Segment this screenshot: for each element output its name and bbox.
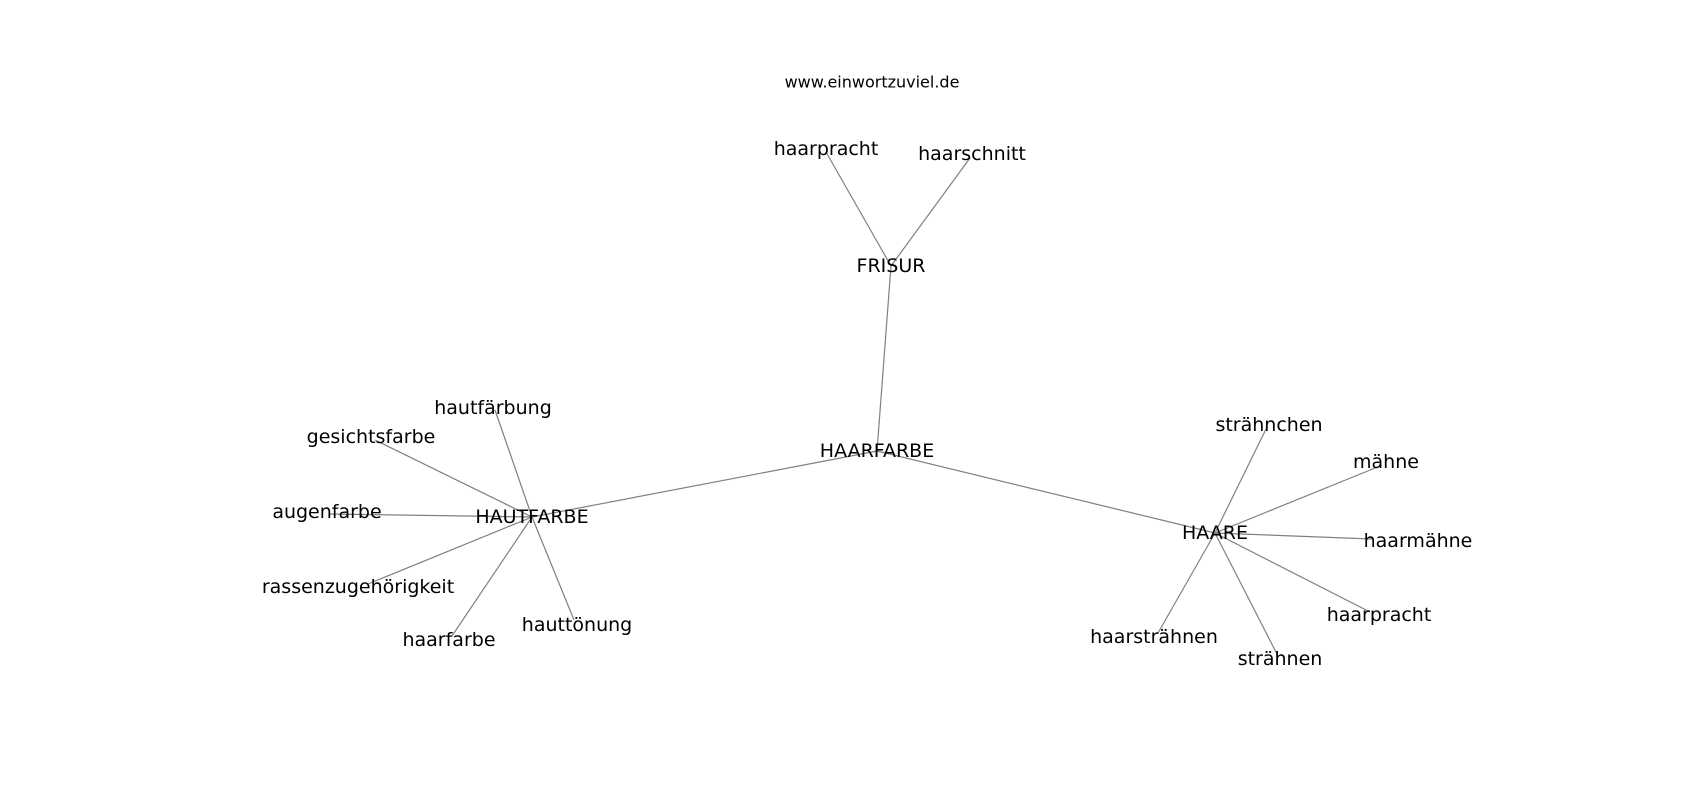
node-hautfarbe: HAUTFARBE <box>475 506 588 528</box>
node-augenfarbe: augenfarbe <box>272 501 381 523</box>
node-rassenzugehoerigkeit: rassenzugehörigkeit <box>262 576 454 598</box>
site-url: www.einwortzuviel.de <box>785 73 960 92</box>
edge-haare-straehnchen <box>1214 426 1268 534</box>
node-haare-haarpracht: haarpracht <box>1327 604 1432 626</box>
node-straehnchen: strähnchen <box>1215 414 1322 436</box>
edge-hautfarbe-haarfarbe_leaf <box>451 516 533 637</box>
edges-layer <box>329 151 1381 657</box>
node-haarmaehne: haarmähne <box>1364 530 1473 552</box>
edge-haarfarbe_center-hautfarbe <box>531 450 878 518</box>
node-hauttoenung: hauttönung <box>522 614 632 636</box>
node-haarfarbe-center: HAARFARBE <box>820 440 934 462</box>
node-haarstraehnen: haarsträhnen <box>1090 626 1218 648</box>
edge-hautfarbe-augenfarbe <box>329 513 533 518</box>
edge-hautfarbe-hautfaerbung <box>494 409 533 518</box>
nodes-layer: HAARFARBE FRISUR HAUTFARBE HAARE haarpracht h… <box>262 138 1473 670</box>
edge-haarfarbe_center-haare <box>876 450 1216 534</box>
node-frisur-haarschnitt: haarschnitt <box>918 143 1026 165</box>
edge-hautfarbe-gesichtsfarbe <box>374 439 533 518</box>
edge-frisur-frisur_haarschnitt <box>890 157 971 267</box>
edge-haare-straehnen <box>1214 532 1279 657</box>
edge-haare-haarmaehne <box>1214 532 1373 540</box>
node-haarfarbe-leaf: haarfarbe <box>402 629 495 651</box>
edge-haare-haarstraehnen <box>1157 532 1216 634</box>
node-frisur-haarpracht: haarpracht <box>774 138 879 160</box>
edge-haarfarbe_center-frisur <box>876 265 892 452</box>
edge-hautfarbe-hauttoenung <box>531 516 575 621</box>
node-straehnen: strähnen <box>1238 648 1323 670</box>
node-frisur: FRISUR <box>857 255 926 277</box>
node-haare: HAARE <box>1182 522 1248 544</box>
edge-hautfarbe-rassenzugehoerigkeit <box>367 516 533 585</box>
node-hautfaerbung: hautfärbung <box>434 397 552 419</box>
edge-haare-maehne <box>1214 465 1381 534</box>
edge-haare-haare_haarpracht <box>1214 532 1371 613</box>
node-maehne: mähne <box>1353 451 1419 473</box>
node-gesichtsfarbe: gesichtsfarbe <box>307 426 436 448</box>
edge-frisur-frisur_haarpracht <box>825 151 892 267</box>
